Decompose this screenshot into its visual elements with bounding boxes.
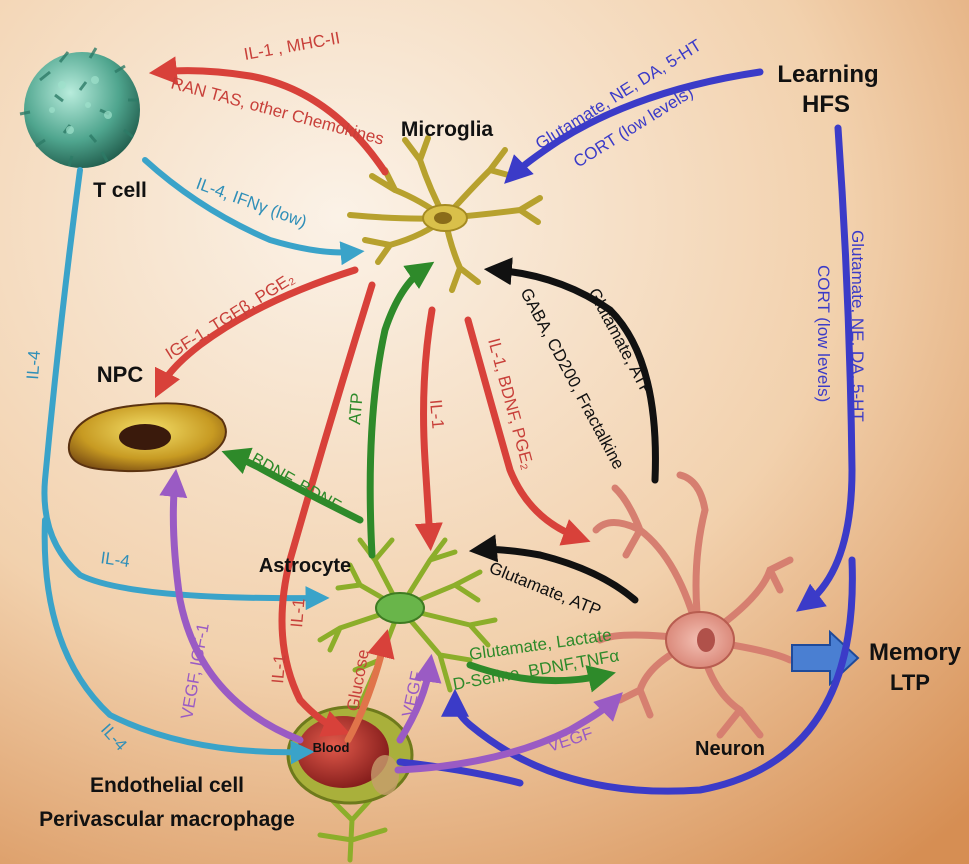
edge-label-tcell-to-astro: IL-4 (99, 548, 131, 571)
edge-label-learn-to-neuron-1: Glutamate, NE, DA, 5-HT (848, 230, 867, 422)
label-microglia: Microglia (401, 118, 494, 141)
label-tcell: T cell (93, 179, 147, 202)
label-endothelial: Endothelial cell (90, 774, 244, 797)
label-npc: NPC (97, 362, 144, 387)
edge-label-tcell-il4-side: IL-4 (23, 350, 44, 381)
blood-vessel-shape (288, 707, 412, 803)
label-blood: Blood (313, 740, 350, 755)
label-perivascular: Perivascular macrophage (39, 808, 295, 831)
label-ltp: LTP (890, 670, 930, 695)
label-learning: Learning (777, 61, 878, 88)
edge-label-micro-to-blood-1: IL-1 (287, 598, 308, 629)
label-memory: Memory (869, 639, 962, 666)
edge-label-astro-to-micro: ATP (345, 392, 367, 425)
label-neuron: Neuron (695, 738, 765, 760)
edge-label-micro-to-blood-2: IL-1 (268, 654, 289, 685)
label-astrocyte: Astrocyte (259, 555, 351, 577)
edge-label-learn-to-neuron-2: CORT (low levels) (814, 265, 833, 402)
edge-label-micro-to-astro: IL-1 (426, 399, 447, 430)
label-hfs: HFS (802, 91, 850, 118)
